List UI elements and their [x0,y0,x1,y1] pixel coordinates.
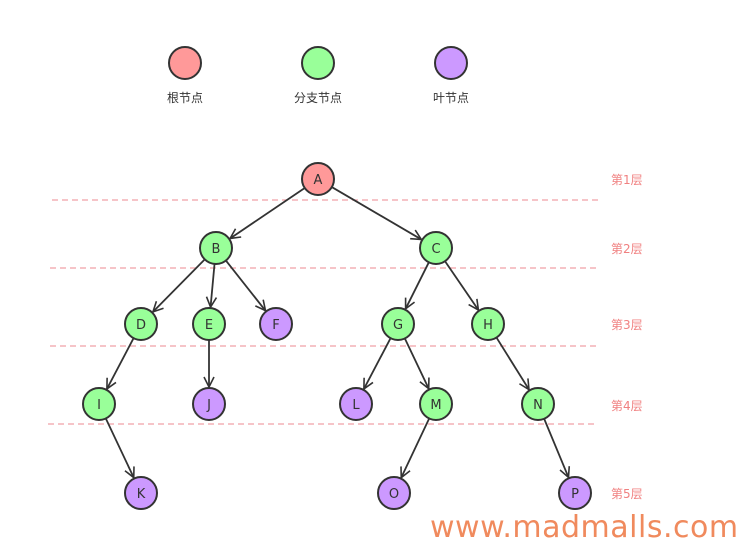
legend: 根节点 分支节点 叶节点 [167,46,469,105]
layer-label-2: 第2层 [611,242,643,256]
node-label: N [533,398,543,413]
node-M: M [419,387,453,421]
node-circle [419,387,453,421]
edge-G-L [364,337,392,389]
node-circle [199,231,233,265]
node-circle [124,476,158,510]
node-circle [259,307,293,341]
node-label: A [314,173,323,188]
layer-label-1: 第1层 [611,173,643,187]
node-label: P [571,487,579,502]
legend-branch-label: 分支节点 [294,91,342,105]
node-B: B [199,231,233,265]
edge-H-N [495,337,529,390]
legend-leaf-label: 叶节点 [433,91,469,105]
node-label: K [137,487,146,502]
legend-root-swatch [168,46,202,80]
node-label: F [272,318,279,333]
node-circle [381,307,415,341]
node-C: C [419,231,453,265]
node-circle [192,387,226,421]
node-circle [301,162,335,196]
node-label: M [430,398,441,413]
nodes: A B C D E F G H I J L M N K O P [82,162,592,510]
edge-D-I [107,337,135,389]
node-circle [377,476,411,510]
node-N: N [521,387,555,421]
node-label: G [393,318,403,333]
edge-C-G [404,261,430,308]
node-circle [471,307,505,341]
edge-G-M [404,338,429,388]
legend-branch-swatch [301,46,335,80]
edge-N-P [543,418,568,478]
layer-label-4: 第4层 [611,399,643,413]
edge-A-B [230,187,306,239]
node-P: P [558,476,592,510]
node-label: J [206,398,211,413]
edge-B-D [153,258,206,312]
edge-A-C [331,186,422,239]
node-label: O [389,487,399,502]
node-H: H [471,307,505,341]
node-circle [124,307,158,341]
node-I: I [82,387,116,421]
layer-label-5: 第5层 [611,487,643,501]
edge-B-F [225,260,266,311]
node-A: A [301,162,335,196]
node-O: O [377,476,411,510]
edges [105,186,569,478]
layer-label-3: 第3层 [611,318,643,332]
node-circle [521,387,555,421]
node-label: H [483,318,493,333]
node-D: D [124,307,158,341]
node-label: B [212,242,221,257]
edge-M-O [401,418,430,477]
node-J: J [192,387,226,421]
node-G: G [381,307,415,341]
node-E: E [192,307,226,341]
edge-B-E [211,263,215,307]
node-L: L [339,387,373,421]
edge-I-K [105,418,134,477]
node-label: C [431,242,440,257]
node-F: F [259,307,293,341]
watermark: www.madmalls.com [430,510,739,545]
node-label: L [352,398,360,413]
edge-C-H [444,260,478,310]
node-label: D [136,318,146,333]
legend-root-label: 根节点 [167,91,203,105]
legend-leaf-swatch [434,46,468,80]
node-circle [192,307,226,341]
node-circle [419,231,453,265]
node-K: K [124,476,158,510]
node-circle [339,387,373,421]
node-label: I [97,398,101,413]
layer-dividers [48,199,600,425]
node-label: E [205,318,213,333]
node-circle [82,387,116,421]
node-circle [558,476,592,510]
